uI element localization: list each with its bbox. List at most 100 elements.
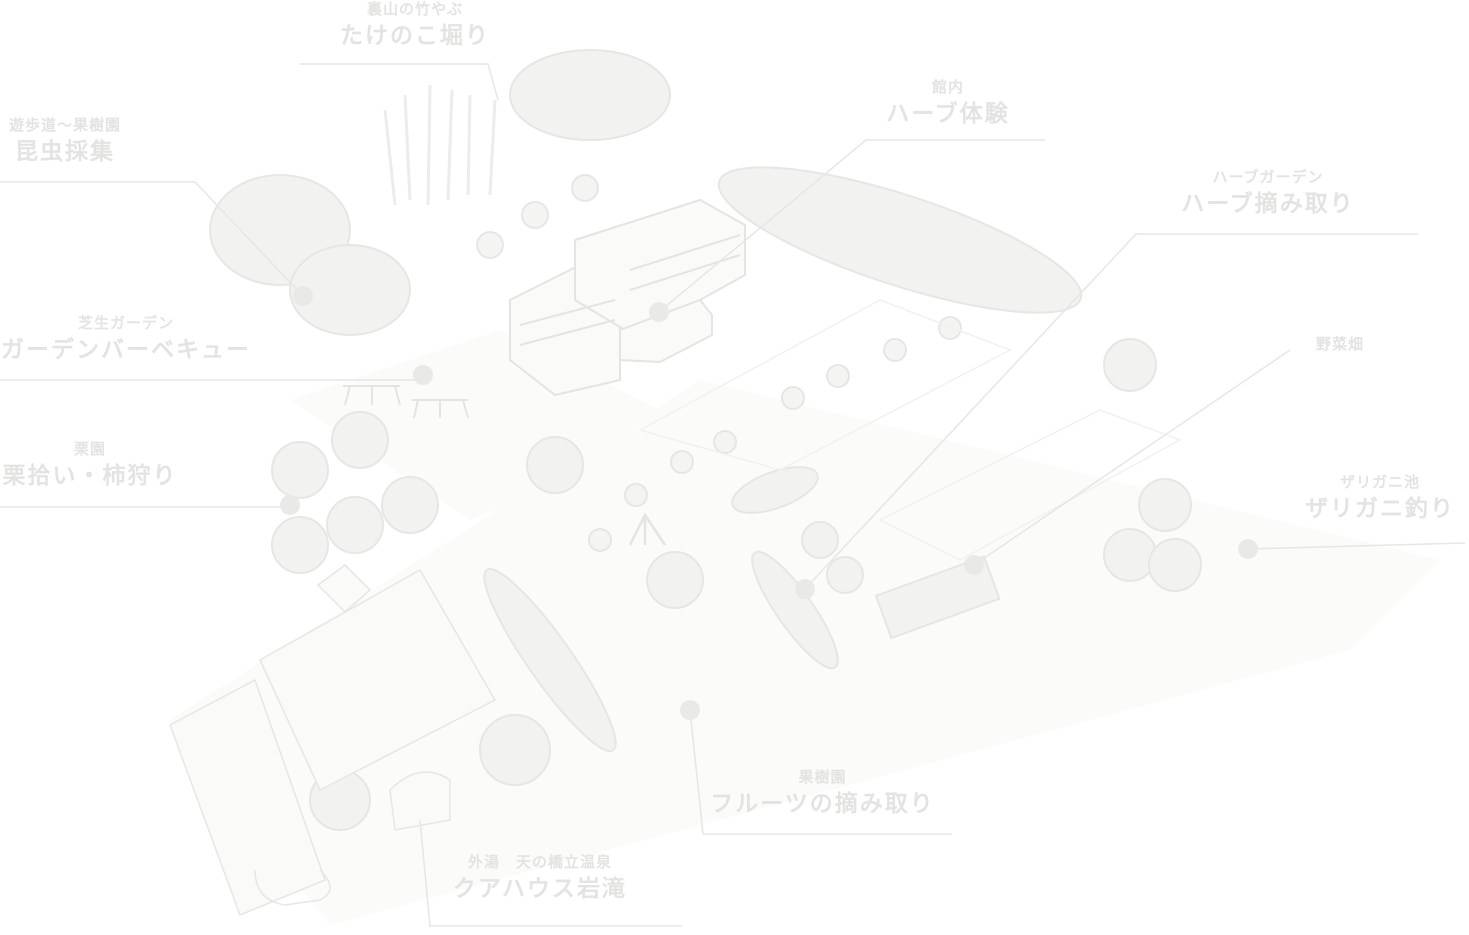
- tree: [1103, 528, 1157, 582]
- parking-lot: [638, 299, 1182, 561]
- tree: [381, 476, 439, 534]
- window-row: [519, 319, 616, 346]
- tree-cluster: [509, 49, 671, 141]
- bamboo-grove: [383, 84, 497, 206]
- area-name: 野菜畑: [1315, 335, 1364, 353]
- area-name: 遊歩道〜果樹園: [8, 116, 121, 134]
- tree: [1148, 538, 1202, 592]
- spot-label-kurhaus[interactable]: 外湯 天の橋立温泉 クアハウス岩滝: [440, 853, 640, 905]
- fruit-tree: [883, 338, 907, 362]
- fruit-tree: [826, 364, 850, 388]
- playground-slide: [628, 512, 667, 546]
- main-hall: [259, 568, 497, 792]
- activity-name: フルーツの摘み取り: [710, 790, 935, 817]
- fruit-tree: [624, 483, 648, 507]
- tree: [801, 521, 839, 559]
- spot-marker-kuri[interactable]: [280, 495, 300, 515]
- ground-plane: [170, 380, 1440, 925]
- area-name: 芝生ガーデン: [77, 314, 174, 332]
- leader-lines: [0, 63, 1466, 927]
- tree: [479, 714, 551, 786]
- area-name: 栗園: [73, 440, 106, 458]
- bamboo-stalk: [383, 109, 397, 206]
- fruit-tree: [670, 450, 694, 474]
- hotel-building: [509, 198, 746, 397]
- spot-marker-konchu[interactable]: [293, 286, 313, 306]
- spot-label-herb-taiken[interactable]: 館内 ハーブ体験: [868, 78, 1028, 130]
- fruit-tree: [938, 316, 962, 340]
- hedge-row: [483, 568, 617, 752]
- ground-area: [170, 330, 1440, 925]
- trees: [209, 49, 1202, 831]
- fruit-tree: [588, 528, 612, 552]
- spot-label-takenoko[interactable]: 裏山の竹やぶ たけのこ堀り: [300, 0, 530, 52]
- bamboo-stalk: [403, 94, 412, 201]
- hedge: [731, 466, 819, 514]
- spot-marker-yasai[interactable]: [964, 555, 984, 575]
- fruit-trees: [476, 174, 962, 552]
- tree: [526, 436, 584, 494]
- activity-name: ハーブ摘み取り: [1181, 190, 1355, 217]
- activity-name: 昆虫採集: [15, 138, 115, 165]
- bamboo-stalk: [426, 84, 432, 206]
- parking-area: [878, 409, 1182, 561]
- tree: [326, 496, 384, 554]
- bbq-tables: [343, 385, 469, 419]
- hedge-row: [751, 550, 839, 670]
- bamboo-stalk: [446, 89, 454, 201]
- leader-line-yasai: [973, 349, 1291, 566]
- leader-line-konchu: [0, 181, 304, 297]
- bamboo-stalk: [488, 99, 497, 196]
- spot-marker-herb-taiken[interactable]: [649, 302, 669, 322]
- hotel-main-block: [574, 198, 746, 332]
- entrance-arch: [389, 771, 451, 831]
- activity-name: たけのこ堀り: [340, 22, 490, 49]
- tree: [1138, 478, 1192, 532]
- vegetable-bed: [874, 555, 1001, 640]
- area-name: ザリガニ池: [1339, 473, 1420, 491]
- tree: [271, 516, 329, 574]
- kurhaus-building: [169, 564, 497, 916]
- spot-label-fruits[interactable]: 果樹園 フルーツの摘み取り: [700, 768, 945, 820]
- tower-roof: [316, 564, 372, 614]
- spot-marker-zarigani[interactable]: [1238, 539, 1258, 559]
- activity-name: クアハウス岩滝: [452, 875, 628, 902]
- parking-area: [638, 299, 1012, 471]
- spot-marker-fruits[interactable]: [680, 700, 700, 720]
- leader-line-takenoko: [300, 63, 499, 101]
- table: [412, 399, 469, 419]
- fruit-tree: [521, 201, 549, 229]
- area-name: 果樹園: [798, 768, 847, 786]
- spot-label-konchu[interactable]: 遊歩道〜果樹園 昆虫採集: [0, 116, 130, 168]
- fruit-tree: [713, 430, 737, 454]
- spot-label-herb-tsumitori[interactable]: ハーブガーデン ハーブ摘み取り: [1168, 168, 1368, 220]
- spot-marker-bbq[interactable]: [413, 365, 433, 385]
- fruit-tree: [781, 386, 805, 410]
- activity-name: 栗拾い・柿狩り: [2, 462, 178, 489]
- driveway: [254, 869, 331, 906]
- area-name: ハーブガーデン: [1212, 168, 1324, 186]
- tree-row: [717, 166, 1083, 314]
- activity-name: ガーデンバーベキュー: [1, 336, 251, 363]
- fruit-tree: [571, 174, 599, 202]
- activity-name: ザリガニ釣り: [1305, 495, 1455, 522]
- tree: [826, 556, 864, 594]
- leader-line-kurhaus: [419, 819, 682, 927]
- spot-marker-herb-tsumitori[interactable]: [795, 579, 815, 599]
- leader-line-zarigani: [1247, 542, 1466, 550]
- tree: [331, 411, 389, 469]
- spot-label-yasai[interactable]: 野菜畑: [1295, 335, 1385, 353]
- area-name: 館内: [931, 78, 964, 96]
- table: [343, 385, 401, 406]
- tree-cluster: [289, 244, 411, 336]
- hotel-lobby: [619, 298, 713, 364]
- area-name: 裏山の竹やぶ: [366, 0, 463, 18]
- spot-label-bbq[interactable]: 芝生ガーデン ガーデンバーベキュー: [0, 314, 252, 366]
- spot-markers: [280, 286, 1258, 720]
- leader-line-fruits: [689, 709, 952, 835]
- spot-label-kuri[interactable]: 栗園 栗拾い・柿狩り: [0, 440, 180, 492]
- tree: [271, 441, 329, 499]
- lawn-garden: [290, 330, 700, 520]
- spot-label-zarigani[interactable]: ザリガニ池 ザリガニ釣り: [1295, 473, 1465, 525]
